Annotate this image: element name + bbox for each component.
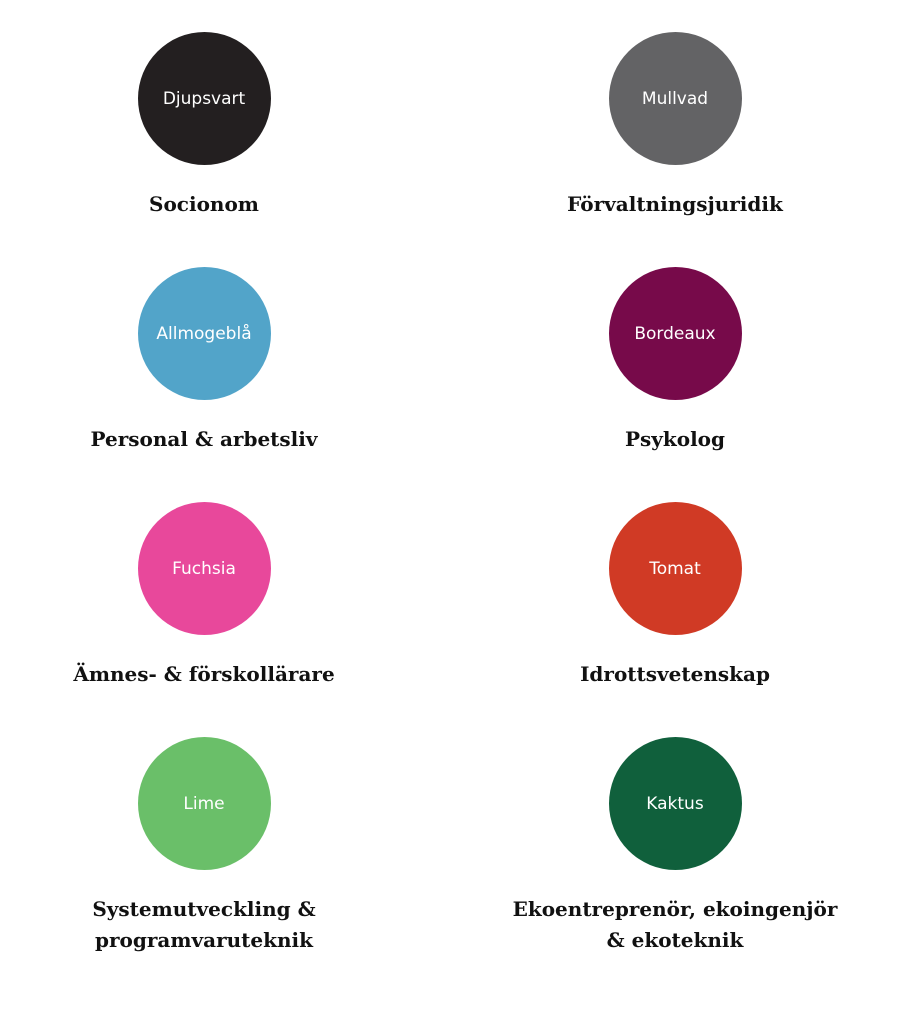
color-circle: Djupsvart (137, 32, 271, 165)
program-label: Psykolog (624, 427, 726, 451)
color-circle: Fuchsia (137, 502, 271, 635)
program-label: Systemutveckling & programvaruteknik (92, 897, 316, 952)
color-circle: Bordeaux (608, 267, 742, 400)
program-label: Personal & arbetsliv (90, 427, 318, 451)
color-circle: Allmogeblå (137, 267, 271, 400)
program-label: Idrottsvetenskap (580, 662, 770, 686)
color-circle: Tomat (608, 502, 742, 635)
program-label: Socionom (149, 192, 259, 216)
program-label: Ämnes- & förskollärare (73, 662, 335, 686)
program-label: Förvaltningsjuridik (567, 192, 783, 216)
color-circle: Mullvad (608, 32, 742, 165)
program-label: Ekoentreprenör, ekoingenjör & ekoteknik (512, 897, 838, 952)
color-circle: Lime (137, 737, 271, 870)
color-circle: Kaktus (608, 737, 742, 870)
